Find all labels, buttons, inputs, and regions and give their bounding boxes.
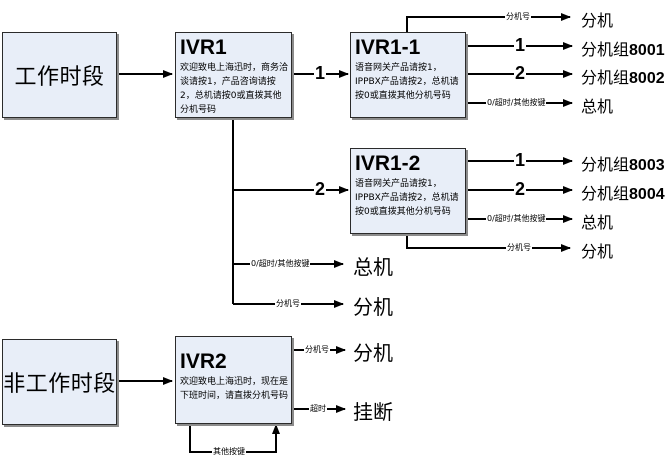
dest-text: 分机组 — [581, 40, 630, 59]
dest-text: 分机组 — [581, 68, 630, 87]
ivr1-2-key2-label: 2 — [514, 179, 527, 200]
dest-text: 分机组 — [581, 155, 630, 174]
ivr1-2-timeout-label: 0/超时/其他按键 — [486, 213, 547, 224]
ivr1-2-node: IVR1-2 语音网关产品请按1，IPPBX产品请按2，总机请按0或直拨其他分机… — [350, 148, 466, 234]
ivr1-node: IVR1 欢迎致电上海迅时，商务洽谈请按1，产品咨询请按2，总机请按0或直拨其他… — [175, 32, 292, 118]
ivr1-2-key2-dest: 分机组8004 — [581, 180, 665, 204]
non-work-hours-label: 非工作时段 — [3, 372, 116, 397]
ivr2-timeout-label: 超时 — [309, 403, 327, 414]
ivr1-key1-label: 1 — [314, 63, 327, 84]
ivr1-ext-label: 分机号 — [275, 298, 301, 309]
ivr1-1-key2-label: 2 — [514, 63, 527, 84]
ivr1-2-key1-dest: 分机组8003 — [581, 151, 665, 175]
ivr1-2-title: IVR1-2 — [355, 152, 421, 175]
ivr1-1-key2-dest: 分机组8002 — [581, 64, 665, 88]
ivr1-2-ext-label: 分机号 — [506, 242, 532, 253]
dest-number: 8003 — [629, 157, 665, 174]
ivr1-prompt: 欢迎致电上海迅时，商务洽谈请按1，产品咨询请按2，总机请按0或直拨其他分机号码 — [180, 63, 289, 115]
ivr1-timeout-dest: 总机 — [353, 255, 393, 279]
ivr1-ext-dest: 分机 — [353, 295, 393, 319]
ivr1-1-title: IVR1-1 — [355, 36, 421, 59]
ivr1-timeout-label: 0/超时/其他按键 — [250, 258, 311, 269]
ivr1-2-ext-dest: 分机 — [581, 242, 614, 261]
ivr2-loop-label: 其他按键 — [212, 446, 246, 457]
ivr1-1-key1-label: 1 — [514, 35, 527, 56]
ivr1-2-timeout-dest: 总机 — [581, 213, 614, 232]
ivr2-title: IVR2 — [180, 350, 227, 373]
ivr1-2-prompt: 语音网关产品请按1，IPPBX产品请按2，总机请按0或直拨其他分机号码 — [355, 179, 459, 217]
source-non-work-hours: 非工作时段 — [2, 339, 117, 425]
ivr1-1-timeout-dest: 总机 — [581, 97, 614, 116]
dest-text: 分机组 — [581, 184, 630, 203]
dest-number: 8002 — [629, 70, 665, 87]
ivr1-2-key1-label: 1 — [514, 150, 527, 171]
arrow-ivr1-2-ext — [406, 234, 571, 252]
ivr2-timeout-dest: 挂断 — [353, 400, 393, 424]
dest-number: 8001 — [629, 42, 665, 59]
arrow-ivr1-1-ext — [406, 13, 571, 32]
ivr1-1-key1-dest: 分机组8001 — [581, 36, 665, 60]
ivr1-1-ext-label: 分机号 — [505, 11, 531, 22]
source-work-hours: 工作时段 — [2, 32, 117, 118]
ivr2-node: IVR2 欢迎致电上海迅时，现在是下班时间，请直拨分机号码 — [175, 336, 292, 424]
ivr1-1-prompt: 语音网关产品请按1，IPPBX产品请按2，总机请按0或直拨其他分机号码 — [355, 63, 459, 101]
dest-number: 8004 — [629, 186, 665, 203]
ivr2-ext-dest: 分机 — [353, 341, 393, 365]
ivr2-prompt: 欢迎致电上海迅时，现在是下班时间，请直拨分机号码 — [180, 377, 289, 401]
ivr1-key2-label: 2 — [314, 179, 327, 200]
ivr2-ext-label: 分机号 — [304, 344, 330, 355]
work-hours-label: 工作时段 — [14, 65, 105, 90]
ivr1-1-ext-dest: 分机 — [581, 11, 614, 30]
ivr1-1-timeout-label: 0/超时/其他按键 — [486, 97, 547, 108]
ivr1-title: IVR1 — [180, 36, 227, 59]
ivr1-1-node: IVR1-1 语音网关产品请按1，IPPBX产品请按2，总机请按0或直拨其他分机… — [350, 32, 466, 118]
